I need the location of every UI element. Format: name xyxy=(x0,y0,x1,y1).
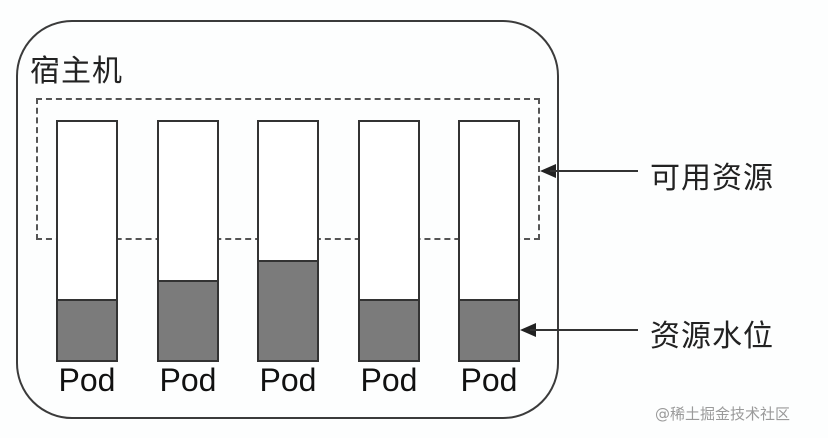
pod-4-usage xyxy=(360,299,418,360)
pod-4-label: Pod xyxy=(360,362,418,398)
pod-3-usage xyxy=(259,260,317,360)
pod-1-usage xyxy=(58,299,116,360)
arrow-head-available-icon xyxy=(540,164,556,178)
pod-1 xyxy=(56,120,118,362)
pod-5 xyxy=(458,120,520,362)
arrow-head-watermark-icon xyxy=(520,323,536,337)
pod-2-usage xyxy=(159,280,217,360)
pod-3 xyxy=(257,120,319,362)
pod-3-label: Pod xyxy=(259,362,317,398)
pod-2-label: Pod xyxy=(159,362,217,398)
host-machine-label: 宿主机 xyxy=(30,54,123,89)
available-resources-label: 可用资源 xyxy=(650,161,774,196)
resource-watermark-label: 资源水位 xyxy=(650,319,774,354)
pod-1-label: Pod xyxy=(58,362,116,398)
pod-2 xyxy=(157,120,219,362)
arrow-line-available xyxy=(550,170,638,172)
pod-4 xyxy=(358,120,420,362)
credit-watermark: @稀土掘金技术社区 xyxy=(655,405,791,423)
pod-5-label: Pod xyxy=(460,362,518,398)
host-machine-box xyxy=(16,20,559,419)
arrow-line-watermark xyxy=(530,329,638,331)
pod-5-usage xyxy=(460,299,518,360)
